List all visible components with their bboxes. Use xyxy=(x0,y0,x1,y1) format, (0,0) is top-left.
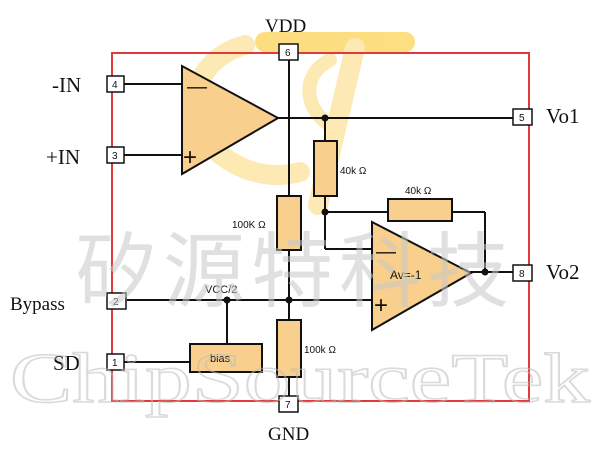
text-watermark: 矽源特科技 ChipSourceTek xyxy=(9,227,591,419)
resistor-divider-bottom-label: 100k Ω xyxy=(304,345,336,356)
resistor-divider-bottom xyxy=(276,319,302,378)
amplifier-2: — + Av=-1 xyxy=(371,220,474,332)
pin-in-pos: 3 +IN xyxy=(46,145,125,169)
amplifier-1: — + xyxy=(181,64,281,176)
resistor-feedback-top-label: 40k Ω xyxy=(340,166,367,177)
junction-dots xyxy=(223,114,489,304)
pin-vo1-number: 5 xyxy=(519,113,525,124)
pin-in-pos-number: 3 xyxy=(112,151,118,162)
vcc-half-label: VCC/2 xyxy=(205,284,237,296)
amp2-minus-sign: — xyxy=(376,241,396,263)
pin-sd: 1 SD xyxy=(53,351,125,375)
pin-in-neg: 4 -IN xyxy=(52,73,125,97)
pin-gnd-label: GND xyxy=(268,424,309,445)
amp1-plus-sign: + xyxy=(183,144,197,171)
pin-bypass-label: Bypass xyxy=(10,294,65,315)
pin-vo1-label: Vo1 xyxy=(546,104,579,128)
pin-bypass-number: 2 xyxy=(113,297,119,308)
pin-gnd-number: 7 xyxy=(285,400,291,411)
pin-bypass: 2 Bypass xyxy=(10,292,127,315)
pin-gnd: 7 GND xyxy=(268,395,309,445)
bias-label: bias xyxy=(210,353,231,365)
chip-outline xyxy=(111,52,530,402)
bias-block xyxy=(189,343,263,373)
resistor-feedback-top xyxy=(313,140,338,197)
pin-in-neg-label: -IN xyxy=(52,73,81,97)
amp2-plus-sign: + xyxy=(374,292,388,319)
pin-in-pos-label: +IN xyxy=(46,145,80,169)
pin-sd-label: SD xyxy=(53,351,80,375)
watermark-english: ChipSourceTek xyxy=(10,340,591,418)
resistor-feedback-bottom-label: 40k Ω xyxy=(405,186,432,197)
amp1-minus-sign: — xyxy=(187,76,207,98)
pin-sd-number: 1 xyxy=(112,358,118,369)
pin-vo2: 8 Vo2 xyxy=(512,260,579,284)
watermark-chinese: 矽源特科技 xyxy=(75,227,515,318)
pin-vo2-label: Vo2 xyxy=(546,260,579,284)
resistor-divider-top-label: 100K Ω xyxy=(232,220,266,231)
pin-vdd-label: VDD xyxy=(265,16,306,37)
pin-vdd-number: 6 xyxy=(285,48,291,59)
pin-vdd: 6 VDD xyxy=(265,16,306,61)
pin-in-neg-number: 4 xyxy=(112,80,118,91)
pin-vo1: 5 Vo1 xyxy=(512,104,579,128)
resistor-feedback-bottom xyxy=(387,198,453,222)
amp2-gain-label: Av=-1 xyxy=(390,268,422,282)
resistor-divider-top xyxy=(276,195,302,251)
pin-vo2-number: 8 xyxy=(519,269,525,280)
